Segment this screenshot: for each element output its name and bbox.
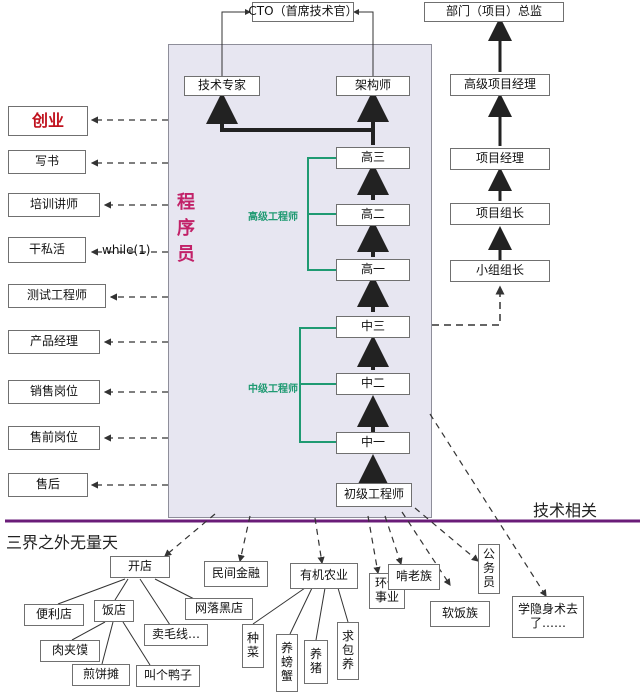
mid-3-box: 中三 <box>336 316 410 338</box>
presales-box: 售前岗位 <box>8 426 100 450</box>
wool-seller-box: 卖毛线… <box>144 624 208 646</box>
architect-box: 架构师 <box>336 76 410 96</box>
product-manager-box: 产品经理 <box>8 330 100 354</box>
beyond-label: 三界之外无量天 <box>6 533 119 552</box>
crab-farming-box: 养螃蟹 <box>276 634 298 692</box>
pancake-stall-box: 煎饼摊 <box>72 664 130 686</box>
side-gig-box: 干私活 <box>8 237 86 263</box>
pm-box: 项目经理 <box>450 148 550 170</box>
while-label: while(1) <box>102 243 151 257</box>
tech-related-label: 技术相关 <box>533 501 598 520</box>
online-shop-box: 网落黑店 <box>185 598 253 620</box>
senior-engineer-label: 高级工程师 <box>248 212 298 223</box>
senior-1-box: 高一 <box>336 259 410 281</box>
cto-box: CTO（首席技术官） <box>248 2 358 22</box>
tech-expert-box: 技术专家 <box>184 76 260 96</box>
senior-3-box: 高三 <box>336 147 410 169</box>
roujiamo-box: 肉夹馍 <box>40 640 100 662</box>
team-lead-box: 项目组长 <box>450 203 550 225</box>
mid-1-box: 中一 <box>336 432 410 454</box>
group-lead-box: 小组组长 <box>450 260 550 282</box>
organic-farming-box: 有机农业 <box>290 563 358 589</box>
pig-farming-box: 养猪 <box>304 640 328 684</box>
neet-box: 啃老族 <box>388 564 440 590</box>
mid-engineer-label: 中级工程师 <box>248 384 298 395</box>
mid-2-box: 中二 <box>336 373 410 395</box>
programmer-label: 程序员 <box>177 192 195 265</box>
director-box: 部门（项目）总监 <box>424 2 564 22</box>
convenience-store-box: 便利店 <box>24 604 84 626</box>
civil-servant-box: 公务员 <box>478 544 500 594</box>
trainer-box: 培训讲师 <box>8 193 100 217</box>
private-finance-box: 民间金融 <box>204 561 268 587</box>
open-shop-box: 开店 <box>110 556 170 578</box>
grow-vegetables-box: 种菜 <box>242 624 264 668</box>
write-book-box: 写书 <box>8 150 86 174</box>
aftersales-box: 售后 <box>8 473 88 497</box>
test-engineer-box: 测试工程师 <box>8 284 106 308</box>
duck-box: 叫个鸭子 <box>136 665 200 687</box>
kept-man-box: 软饭族 <box>430 601 490 627</box>
senior-2-box: 高二 <box>336 204 410 226</box>
startup-box: 创业 <box>8 106 88 136</box>
restaurant-box: 饭店 <box>94 600 134 622</box>
junior-engineer-box: 初级工程师 <box>336 483 412 507</box>
sales-box: 销售岗位 <box>8 380 100 404</box>
invisibility-box: 学隐身术去了…… <box>512 596 584 638</box>
kept-box: 求包养 <box>337 622 359 680</box>
senior-pm-box: 高级项目经理 <box>450 74 550 96</box>
